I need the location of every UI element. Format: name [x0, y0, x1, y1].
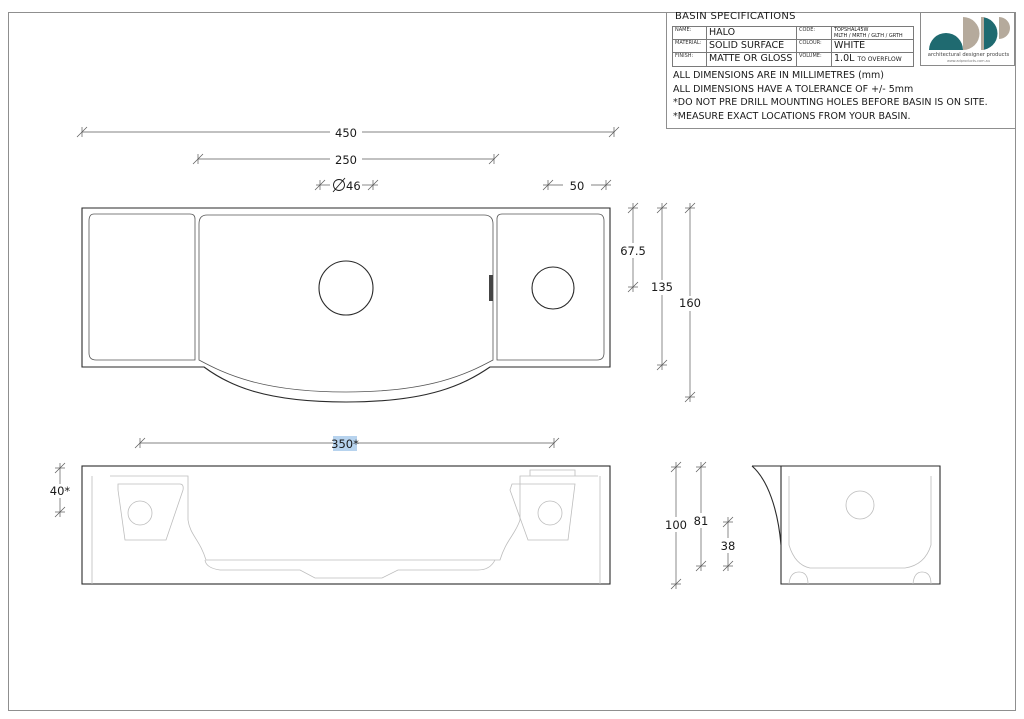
code-cell: TOPSHAL45W MLTH / MRTH / GLTH / GRTH: [831, 26, 914, 40]
material-value: SOLID SURFACE: [706, 39, 797, 53]
dim-overflow-height: 38: [721, 539, 736, 553]
dim-bowl-width: 250: [335, 153, 357, 167]
logo-mark: [929, 17, 1010, 50]
colour-key: COLOUR:: [796, 39, 832, 53]
volume-cell: 1.0L TO OVERFLOW: [831, 52, 914, 67]
bowl-inner: [198, 214, 494, 393]
dim-waste-diameter: 46: [346, 179, 361, 193]
plan-outline: [81, 207, 611, 403]
dim-tap-offset-line: [542, 179, 612, 191]
code-variants: MLTH / MRTH / GLTH / GRTH: [834, 33, 903, 39]
dim-bowl-height: 81: [694, 514, 709, 528]
dim-overall-height: 100: [665, 518, 687, 532]
dim-overall-width: 450: [335, 126, 357, 140]
volume-key: VOLUME:: [796, 52, 832, 67]
plan-view: [81, 207, 611, 403]
side-curve: [751, 465, 782, 546]
logo-text: architectural designer products: [927, 52, 1010, 58]
note-no-drill: *DO NOT PRE DRILL MOUNTING HOLES BEFORE …: [673, 97, 988, 109]
code-value: TOPSHAL45W: [834, 27, 869, 34]
dim-bowl-depth: 135: [651, 280, 673, 294]
spec-title: BASIN SPECIFICATIONS: [675, 11, 796, 22]
front-outline: [81, 465, 611, 585]
title-block-frame: [666, 12, 1016, 129]
code-key: CODE:: [796, 26, 832, 40]
waste-hole: [318, 260, 374, 316]
dim-overall-depth: 160: [679, 296, 701, 310]
name-value: HALO: [706, 26, 797, 40]
volume-suffix: TO OVERFLOW: [857, 56, 902, 63]
material-key: MATERIAL:: [672, 39, 707, 53]
right-deck-inner: [496, 213, 605, 361]
finish-value: MATTE OR GLOSS: [706, 52, 797, 67]
dim-tap-offset: 50: [570, 179, 585, 193]
dim-tap-depth: 67.5: [620, 244, 646, 258]
front-hidden-mount-left: [127, 500, 153, 526]
selection-highlight: [333, 436, 357, 451]
name-key: NAME:: [672, 26, 707, 40]
finish-key: FINISH:: [672, 52, 707, 67]
logo-url: www.adproducts.com.au: [946, 59, 991, 63]
dim-mounting-span: 350*: [331, 437, 359, 451]
notes: ALL DIMENSIONS ARE IN MILLIMETRES (mm) A…: [673, 69, 988, 123]
note-tolerance: ALL DIMENSIONS HAVE A TOLERANCE OF +/- 5…: [673, 83, 914, 95]
volume-value: 1.0L: [834, 53, 855, 65]
side-elevation: [751, 465, 941, 585]
front-hidden-bowl: [91, 475, 601, 584]
spec-table: NAME: HALO CODE: TOPSHAL45W MLTH / MRTH …: [672, 26, 914, 67]
dim-waste-diameter-line: [314, 177, 379, 193]
overflow-slot: [489, 275, 493, 301]
front-hidden-mount-right: [537, 500, 563, 526]
dim-tap-depth-line: [627, 202, 639, 293]
front-elevation: [81, 465, 611, 585]
brand-logo: architectural designer products www.adpr…: [920, 12, 1015, 66]
dim-mounting-height: 40*: [50, 484, 71, 498]
note-units: ALL DIMENSIONS ARE IN MILLIMETRES (mm): [673, 70, 885, 81]
side-hidden-overflow: [845, 490, 875, 520]
note-measure: *MEASURE EXACT LOCATIONS FROM YOUR BASIN…: [673, 110, 911, 122]
colour-value: WHITE: [831, 39, 914, 53]
left-deck-inner: [88, 213, 196, 361]
tap-hole: [531, 266, 575, 310]
sheet-border: [8, 12, 1016, 711]
